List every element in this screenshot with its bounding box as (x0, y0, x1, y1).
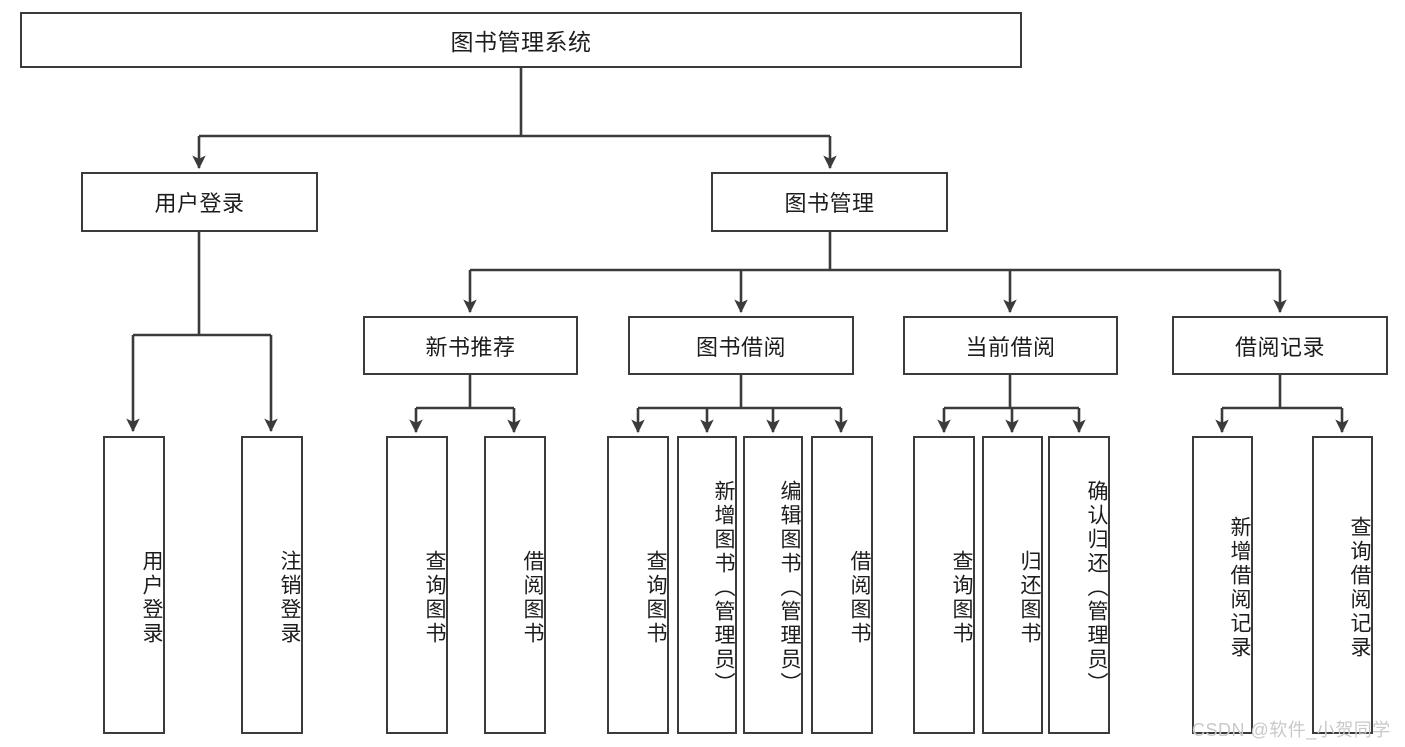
node-book-borrow-label: 图书借阅 (695, 334, 786, 360)
node-leaf-add-record-label: 新增借阅记录 (1228, 516, 1251, 660)
node-borrow-record-label: 借阅记录 (1234, 334, 1325, 360)
node-new-book-recommend-label: 新书推荐 (425, 334, 516, 360)
node-leaf-add-record[interactable]: 新增借阅记录 (1192, 436, 1253, 734)
node-leaf-query-book-3-label: 查询图书 (950, 550, 973, 646)
node-leaf-add-book-label: 新增图书（管理员） (712, 480, 735, 696)
node-current-borrow-label: 当前借阅 (965, 334, 1056, 360)
node-leaf-borrow-book-1-label: 借阅图书 (521, 550, 544, 646)
node-leaf-query-book-2[interactable]: 查询图书 (607, 436, 669, 734)
node-leaf-user-login-label: 用户登录 (140, 550, 163, 646)
node-new-book-recommend[interactable]: 新书推荐 (363, 316, 578, 375)
node-leaf-confirm-return-label: 确认归还（管理员） (1085, 480, 1108, 696)
node-leaf-user-login[interactable]: 用户登录 (103, 436, 165, 734)
node-borrow-record[interactable]: 借阅记录 (1172, 316, 1388, 375)
node-book-borrow[interactable]: 图书借阅 (628, 316, 854, 375)
node-root-label: 图书管理系统 (450, 29, 592, 55)
node-user-login-label: 用户登录 (154, 191, 245, 216)
node-current-borrow[interactable]: 当前借阅 (903, 316, 1118, 375)
node-leaf-borrow-book-2-label: 借阅图书 (848, 550, 871, 646)
node-leaf-edit-book-label: 编辑图书（管理员） (778, 480, 801, 696)
node-leaf-user-logout-label: 注销登录 (278, 550, 301, 646)
node-book-manage[interactable]: 图书管理 (711, 172, 948, 232)
node-leaf-borrow-book-2[interactable]: 借阅图书 (811, 436, 873, 734)
node-leaf-query-book-1[interactable]: 查询图书 (386, 436, 448, 734)
node-leaf-query-book-3[interactable]: 查询图书 (913, 436, 975, 734)
node-user-login[interactable]: 用户登录 (81, 172, 318, 232)
node-root[interactable]: 图书管理系统 (20, 12, 1022, 68)
node-leaf-query-record-label: 查询借阅记录 (1348, 516, 1371, 660)
node-leaf-query-book-2-label: 查询图书 (644, 550, 667, 646)
watermark: CSDN @软件_小贺同学 (1192, 720, 1391, 740)
node-leaf-add-book[interactable]: 新增图书（管理员） (677, 436, 737, 734)
node-leaf-return-book[interactable]: 归还图书 (982, 436, 1043, 734)
node-leaf-edit-book[interactable]: 编辑图书（管理员） (743, 436, 803, 734)
node-leaf-confirm-return[interactable]: 确认归还（管理员） (1048, 436, 1110, 734)
node-leaf-return-book-label: 归还图书 (1018, 550, 1041, 646)
node-leaf-borrow-book-1[interactable]: 借阅图书 (484, 436, 546, 734)
node-book-manage-label: 图书管理 (784, 191, 875, 216)
node-leaf-user-logout[interactable]: 注销登录 (241, 436, 303, 734)
node-leaf-query-record[interactable]: 查询借阅记录 (1312, 436, 1373, 734)
node-leaf-query-book-1-label: 查询图书 (423, 550, 446, 646)
